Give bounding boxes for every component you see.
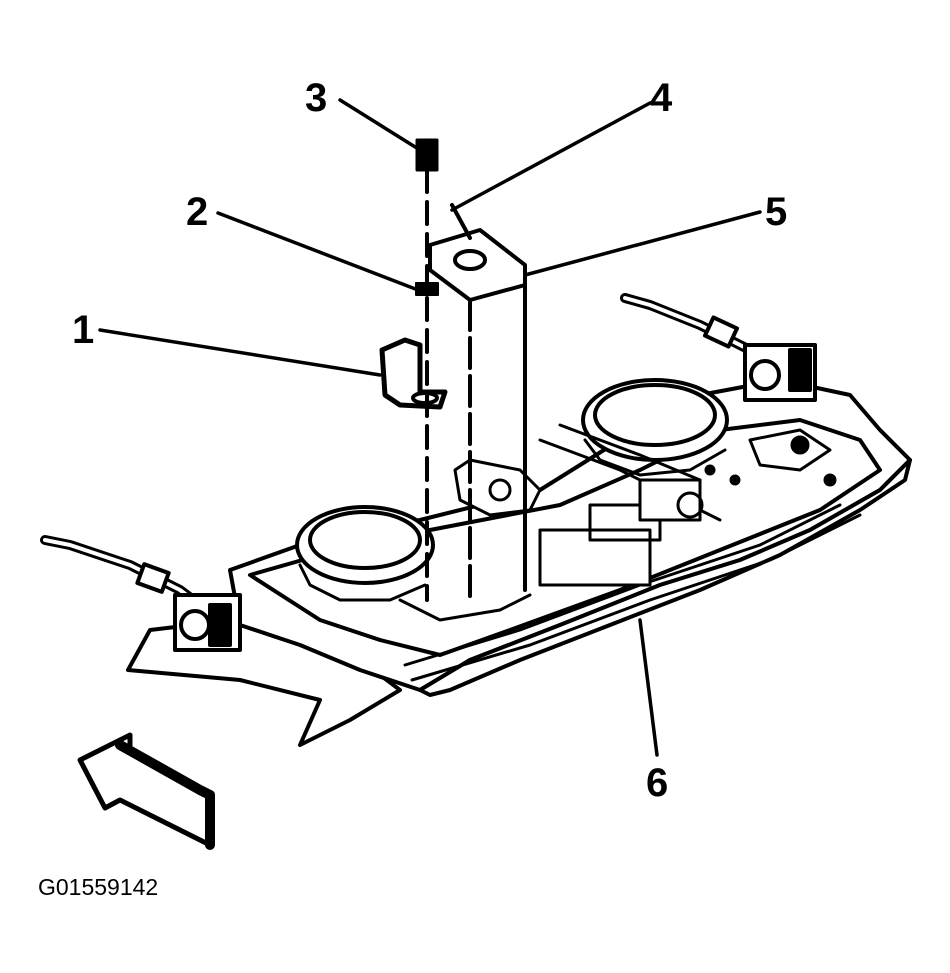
speaker-left [295, 505, 435, 602]
callout-5: 5 [765, 190, 788, 234]
callout-3: 3 [305, 76, 328, 120]
harness-left [40, 535, 242, 652]
bracket [379, 337, 448, 410]
leader-lines [98, 98, 762, 757]
front-arrow-icon [77, 732, 215, 850]
callout-2: 2 [186, 190, 209, 234]
housing-assembly [126, 378, 912, 747]
speaker-right [581, 378, 729, 477]
figure-id-label: G01559142 [38, 874, 159, 900]
harness-right [620, 293, 817, 402]
callout-6: 6 [646, 761, 669, 805]
callout-1: 1 [72, 308, 95, 352]
center-module [398, 423, 837, 622]
amplifier-module [428, 203, 527, 602]
callout-4: 4 [650, 76, 673, 120]
fastener-set [415, 138, 439, 602]
